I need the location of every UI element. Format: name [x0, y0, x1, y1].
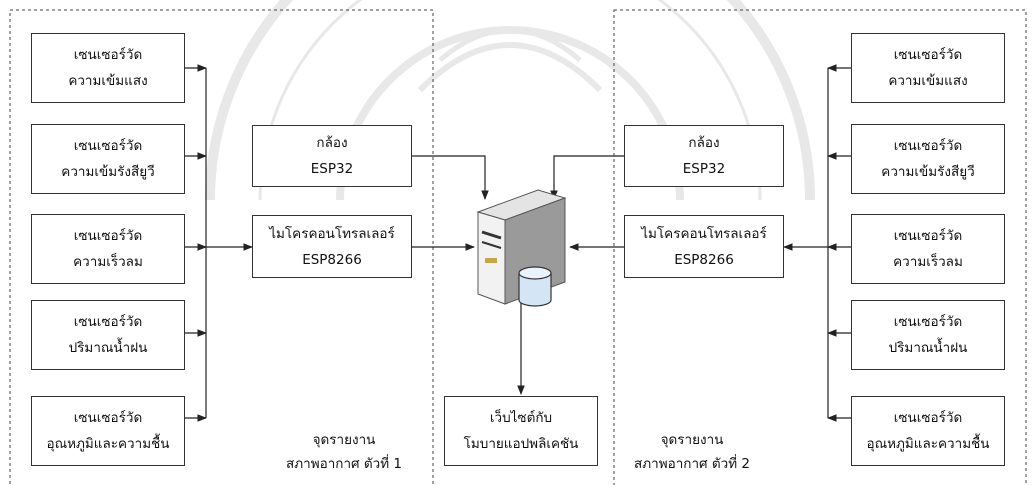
right-camera-esp32: กล้อง ESP32 [624, 125, 784, 187]
mcu-title: ไมโครคอนโทรลเลอร์ [641, 225, 767, 242]
mcu-model: ESP8266 [674, 251, 734, 268]
camera-model: ESP32 [310, 161, 354, 177]
web-mobile-app-box: เว็บไซต์กับ โมบายแอปพลิเคชัน [444, 396, 598, 466]
right-sensor-light: เซนเซอร์วัด ความเข้มแสง [851, 33, 1005, 103]
sensor-subtitle: ความเข้มแสง [888, 73, 968, 89]
sensor-title: เซนเซอร์วัด [893, 410, 963, 426]
camera-title: กล้อง [688, 135, 720, 151]
right-mcu-esp8266: ไมโครคอนโทรลเลอร์ ESP8266 [624, 215, 784, 278]
sensor-subtitle: ความเข้มแสง [68, 73, 148, 89]
camera-title: กล้อง [316, 135, 348, 151]
station-2-label: จุดรายงาน สภาพอากาศ ตัวที่ 2 [630, 428, 754, 476]
station-label-line1: จุดรายงาน [312, 432, 376, 448]
sensor-title: เซนเซอร์วัด [73, 228, 143, 244]
sensor-title: เซนเซอร์วัด [893, 47, 963, 63]
left-sensor-temp-humidity: เซนเซอร์วัด อุณหภูมิและความชื้น [31, 396, 185, 466]
station-label-line1: จุดรายงาน [660, 432, 724, 448]
app-subtitle: โมบายแอปพลิเคชัน [463, 436, 579, 452]
sensor-title: เซนเซอร์วัด [73, 47, 143, 63]
sensor-subtitle: ความเร็วลม [73, 254, 143, 270]
left-camera-esp32: กล้อง ESP32 [252, 125, 412, 187]
left-sensor-uv: เซนเซอร์วัด ความเข้มรังสียูวี [31, 124, 185, 194]
sensor-title: เซนเซอร์วัด [893, 138, 963, 154]
left-sensor-rain: เซนเซอร์วัด ปริมาณน้ำฝน [31, 300, 185, 370]
app-title: เว็บไซต์กับ [489, 410, 553, 426]
mcu-model: ESP8266 [302, 251, 362, 268]
sensor-subtitle: ปริมาณน้ำฝน [68, 340, 148, 356]
station-label-line2: สภาพอากาศ ตัวที่ 1 [285, 456, 403, 472]
sensor-title: เซนเซอร์วัด [73, 138, 143, 154]
sensor-title: เซนเซอร์วัด [893, 228, 963, 244]
right-sensor-temp-humidity: เซนเซอร์วัด อุณหภูมิและความชื้น [851, 396, 1005, 466]
left-sensor-wind: เซนเซอร์วัด ความเร็วลม [31, 214, 185, 284]
station-label-line2: สภาพอากาศ ตัวที่ 2 [633, 456, 751, 472]
server-database-icon [476, 189, 567, 307]
station-1-label: จุดรายงาน สภาพอากาศ ตัวที่ 1 [282, 428, 406, 476]
station-1-frame [9, 9, 434, 485]
station-2-frame [613, 9, 1027, 485]
right-sensor-uv: เซนเซอร์วัด ความเข้มรังสียูวี [851, 124, 1005, 194]
sensor-title: เซนเซอร์วัด [73, 314, 143, 330]
sensor-subtitle: อุณหภูมิและความชื้น [46, 436, 170, 452]
camera-model: ESP32 [682, 161, 726, 177]
right-sensor-rain: เซนเซอร์วัด ปริมาณน้ำฝน [851, 300, 1005, 370]
right-sensor-wind: เซนเซอร์วัด ความเร็วลม [851, 214, 1005, 284]
sensor-subtitle: ปริมาณน้ำฝน [888, 340, 968, 356]
left-sensor-light: เซนเซอร์วัด ความเข้มแสง [31, 33, 185, 103]
sensor-subtitle: ความเข้มรังสียูวี [881, 164, 975, 180]
sensor-subtitle: อุณหภูมิและความชื้น [866, 436, 990, 452]
mcu-title: ไมโครคอนโทรลเลอร์ [269, 225, 395, 242]
watermark-seal [205, 0, 815, 200]
sensor-subtitle: ความเร็วลม [893, 254, 963, 270]
sensor-title: เซนเซอร์วัด [893, 314, 963, 330]
sensor-subtitle: ความเข้มรังสียูวี [61, 164, 155, 180]
sensor-title: เซนเซอร์วัด [73, 410, 143, 426]
left-mcu-esp8266: ไมโครคอนโทรลเลอร์ ESP8266 [252, 215, 412, 278]
